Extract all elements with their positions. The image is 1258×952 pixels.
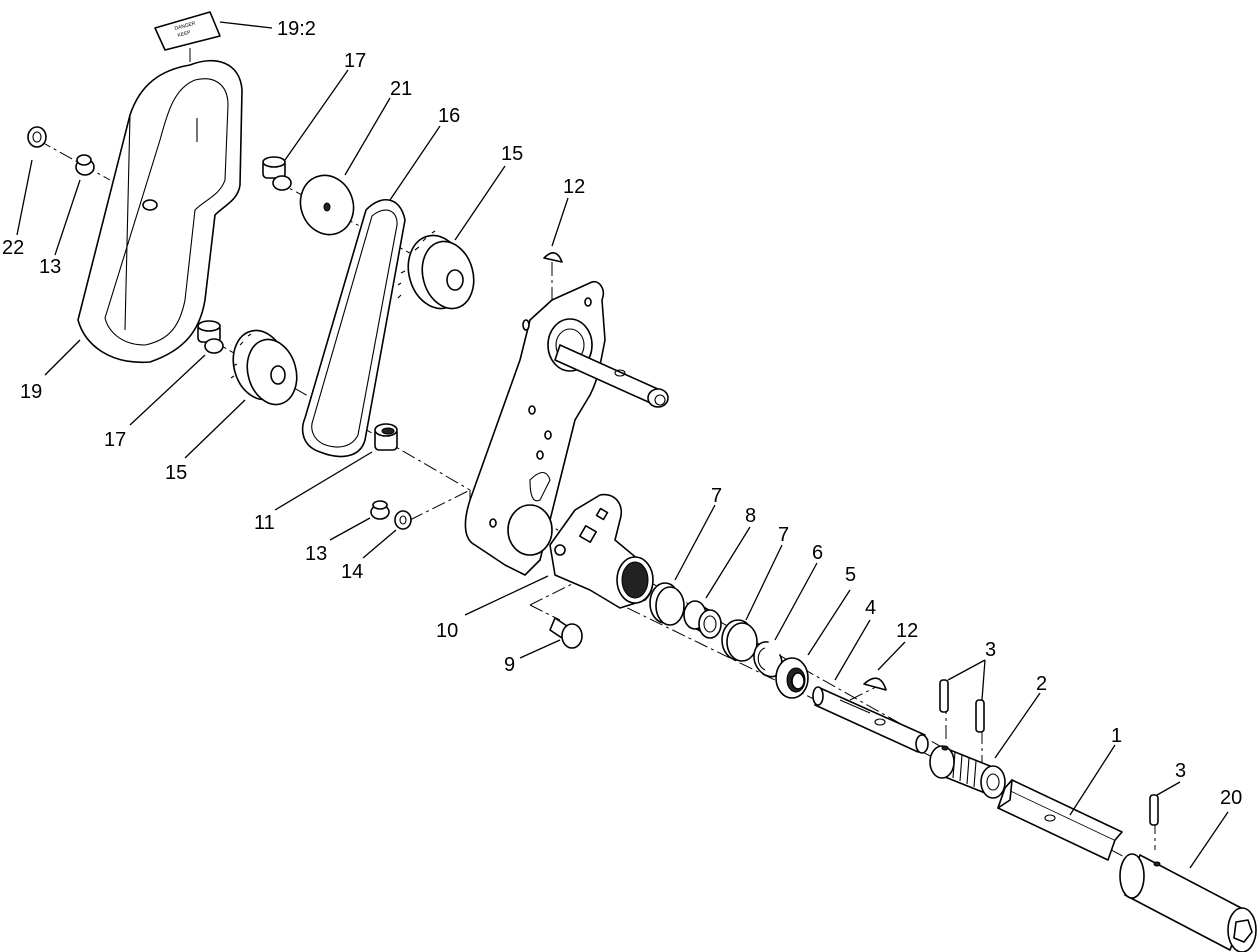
pulley-15-lower xyxy=(230,329,298,406)
callout-17-lower: 17 xyxy=(104,429,126,451)
callout-17-top: 17 xyxy=(344,50,366,72)
callout-22: 22 xyxy=(2,237,24,259)
belt-16 xyxy=(301,198,406,458)
callout-8: 8 xyxy=(745,505,756,527)
callout-21: 21 xyxy=(390,78,412,100)
roll-pin-3-b xyxy=(975,699,985,733)
callout-19: 19 xyxy=(20,381,42,403)
callout-16: 16 xyxy=(438,105,460,127)
nut-13-top xyxy=(75,154,95,176)
hex-shaft-1 xyxy=(997,779,1123,861)
clip-22 xyxy=(27,126,47,148)
callout-15-lower: 15 xyxy=(165,462,187,484)
coupler-2 xyxy=(929,745,1006,799)
callout-7-a: 7 xyxy=(711,485,722,507)
bushing-11 xyxy=(374,423,398,451)
washer-7-b xyxy=(721,619,758,662)
callout-13-lower: 13 xyxy=(305,543,327,565)
svg-text:KEEP: KEEP xyxy=(177,30,192,39)
belt-cover-19 xyxy=(77,60,243,364)
callout-4: 4 xyxy=(865,597,876,619)
callout-1: 1 xyxy=(1111,725,1122,747)
washer-5 xyxy=(775,657,809,699)
pin-9 xyxy=(549,617,583,649)
key-12-top xyxy=(543,252,563,263)
nut-13-lower xyxy=(370,500,390,520)
callout-2: 2 xyxy=(1036,673,1047,695)
callout-12-top: 12 xyxy=(563,176,585,198)
callout-14: 14 xyxy=(341,561,363,583)
leader-lines xyxy=(16,21,1229,869)
pulley-15-top xyxy=(397,230,475,310)
bearing-8 xyxy=(683,600,722,639)
callout-19-2: 19:2 xyxy=(277,18,316,40)
callout-3-a: 3 xyxy=(985,639,996,661)
callout-3-c: 3 xyxy=(1175,760,1186,782)
decal-19-2: DANGER KEEP xyxy=(154,11,221,51)
socket-20 xyxy=(1119,853,1257,952)
nut-17-lower xyxy=(197,320,224,354)
callout-10: 10 xyxy=(436,620,458,642)
washer-21 xyxy=(299,174,355,236)
callout-labels: 19:2 17 21 16 15 12 22 13 19 17 15 11 13… xyxy=(2,18,1242,809)
callout-11: 11 xyxy=(254,512,275,534)
callout-7-b: 7 xyxy=(778,524,789,546)
key-12-lower xyxy=(863,677,887,691)
callout-12-lower: 12 xyxy=(896,620,918,642)
callout-13-top: 13 xyxy=(39,256,61,278)
svg-text:DANGER: DANGER xyxy=(174,20,197,31)
roll-pin-3-c xyxy=(1149,794,1159,826)
shaft-4 xyxy=(812,686,929,754)
washer-7-a xyxy=(649,582,685,626)
callout-5: 5 xyxy=(845,564,856,586)
callout-20: 20 xyxy=(1220,787,1242,809)
callout-9: 9 xyxy=(504,654,515,676)
mounting-plate xyxy=(464,280,669,576)
roll-pin-3-a xyxy=(939,679,949,713)
callout-6: 6 xyxy=(812,542,823,564)
callout-15-top: 15 xyxy=(501,143,523,165)
washer-14 xyxy=(394,510,412,530)
nut-17-top xyxy=(262,156,292,191)
housing-10 xyxy=(549,493,654,609)
